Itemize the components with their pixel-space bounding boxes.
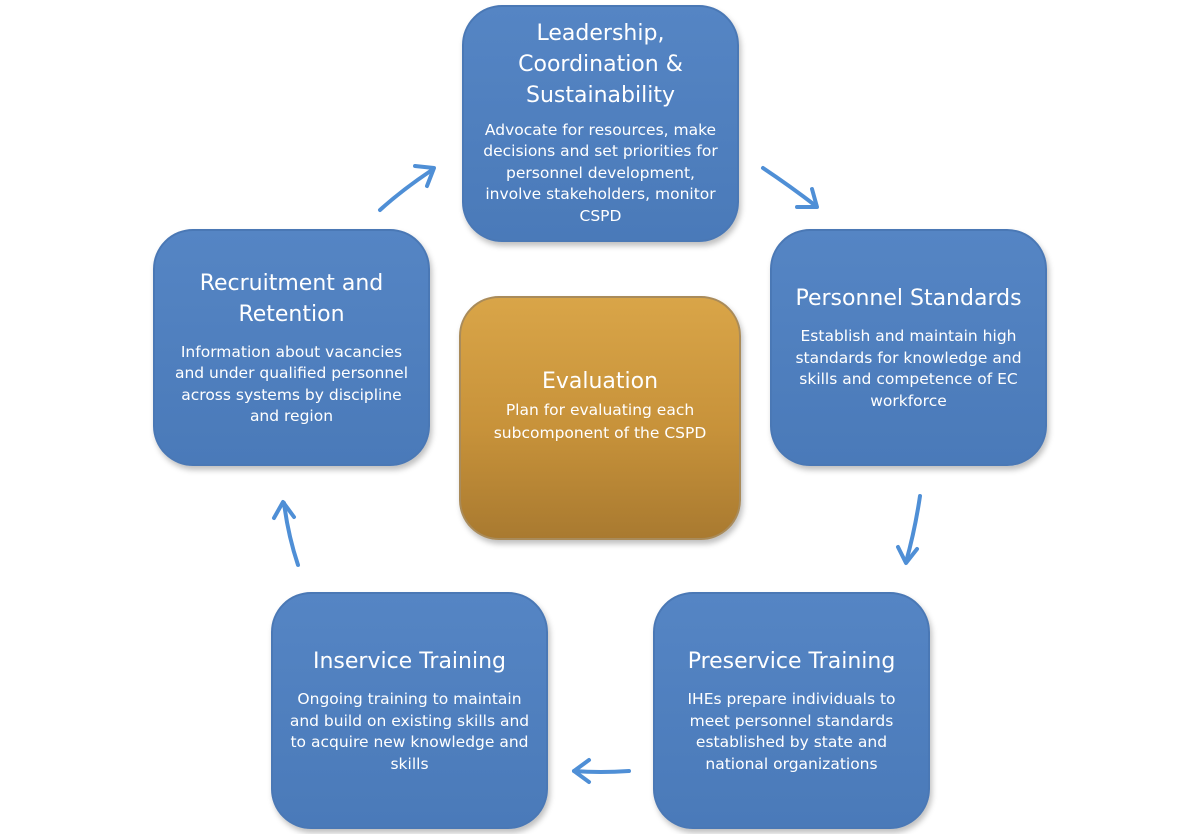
leadership-title-line: Leadership, — [536, 20, 665, 46]
leadership-title-line: Sustainability — [526, 82, 675, 108]
personnel-standards-title: Personnel Standards — [795, 286, 1022, 311]
leadership-description: Advocate for resources, make decisions a… — [483, 120, 718, 225]
personnel-standards-box: Personnel Standards Establish and mainta… — [770, 229, 1047, 466]
personnel-standards-description: Establish and maintain high standards fo… — [795, 327, 1022, 410]
arrowhead-leadership-to-standards — [795, 187, 819, 209]
evaluation-box: Evaluation Plan for evaluating each subc… — [459, 296, 741, 540]
preservice-training-title: Preservice Training — [687, 649, 896, 674]
recruitment-description: Information about vacancies and under qu… — [174, 342, 409, 426]
arrow-recruitment-to-leadership — [378, 168, 434, 212]
arrow-leadership-to-standards — [761, 166, 818, 208]
arrow-inservice-to-recruitment — [282, 501, 300, 567]
arrowhead-recruitment-to-leadership — [413, 164, 436, 188]
evaluation-description: Plan for evaluating each subcomponent of… — [493, 401, 707, 442]
inservice-training-description: Ongoing training to maintain and build o… — [289, 690, 530, 773]
inservice-training-title: Inservice Training — [312, 649, 507, 674]
arrow-standards-to-preservice — [904, 494, 922, 564]
arrowhead-preservice-to-inservice — [572, 758, 591, 784]
arrowhead-inservice-to-recruitment — [272, 500, 296, 520]
leadership-title: Leadership, Coordination & Sustainabilit… — [518, 18, 683, 111]
arrowhead-standards-to-preservice — [896, 545, 919, 565]
arrow-preservice-to-inservice — [572, 769, 631, 774]
evaluation-title: Evaluation — [541, 369, 659, 394]
inservice-training-box: Inservice Training Ongoing training to m… — [271, 592, 548, 829]
preservice-training-description: IHEs prepare individuals to meet personn… — [687, 690, 896, 773]
recruitment-title: Recruitment and Retention — [200, 268, 384, 330]
recruitment-title-line: Recruitment and — [199, 270, 384, 296]
preservice-training-box: Preservice Training IHEs prepare individ… — [653, 592, 930, 829]
recruitment-box: Recruitment and Retention Information ab… — [153, 229, 430, 466]
leadership-title-line: Coordination & — [518, 51, 683, 77]
leadership-box: Leadership, Coordination & Sustainabilit… — [462, 5, 739, 242]
recruitment-title-line: Retention — [238, 301, 345, 327]
